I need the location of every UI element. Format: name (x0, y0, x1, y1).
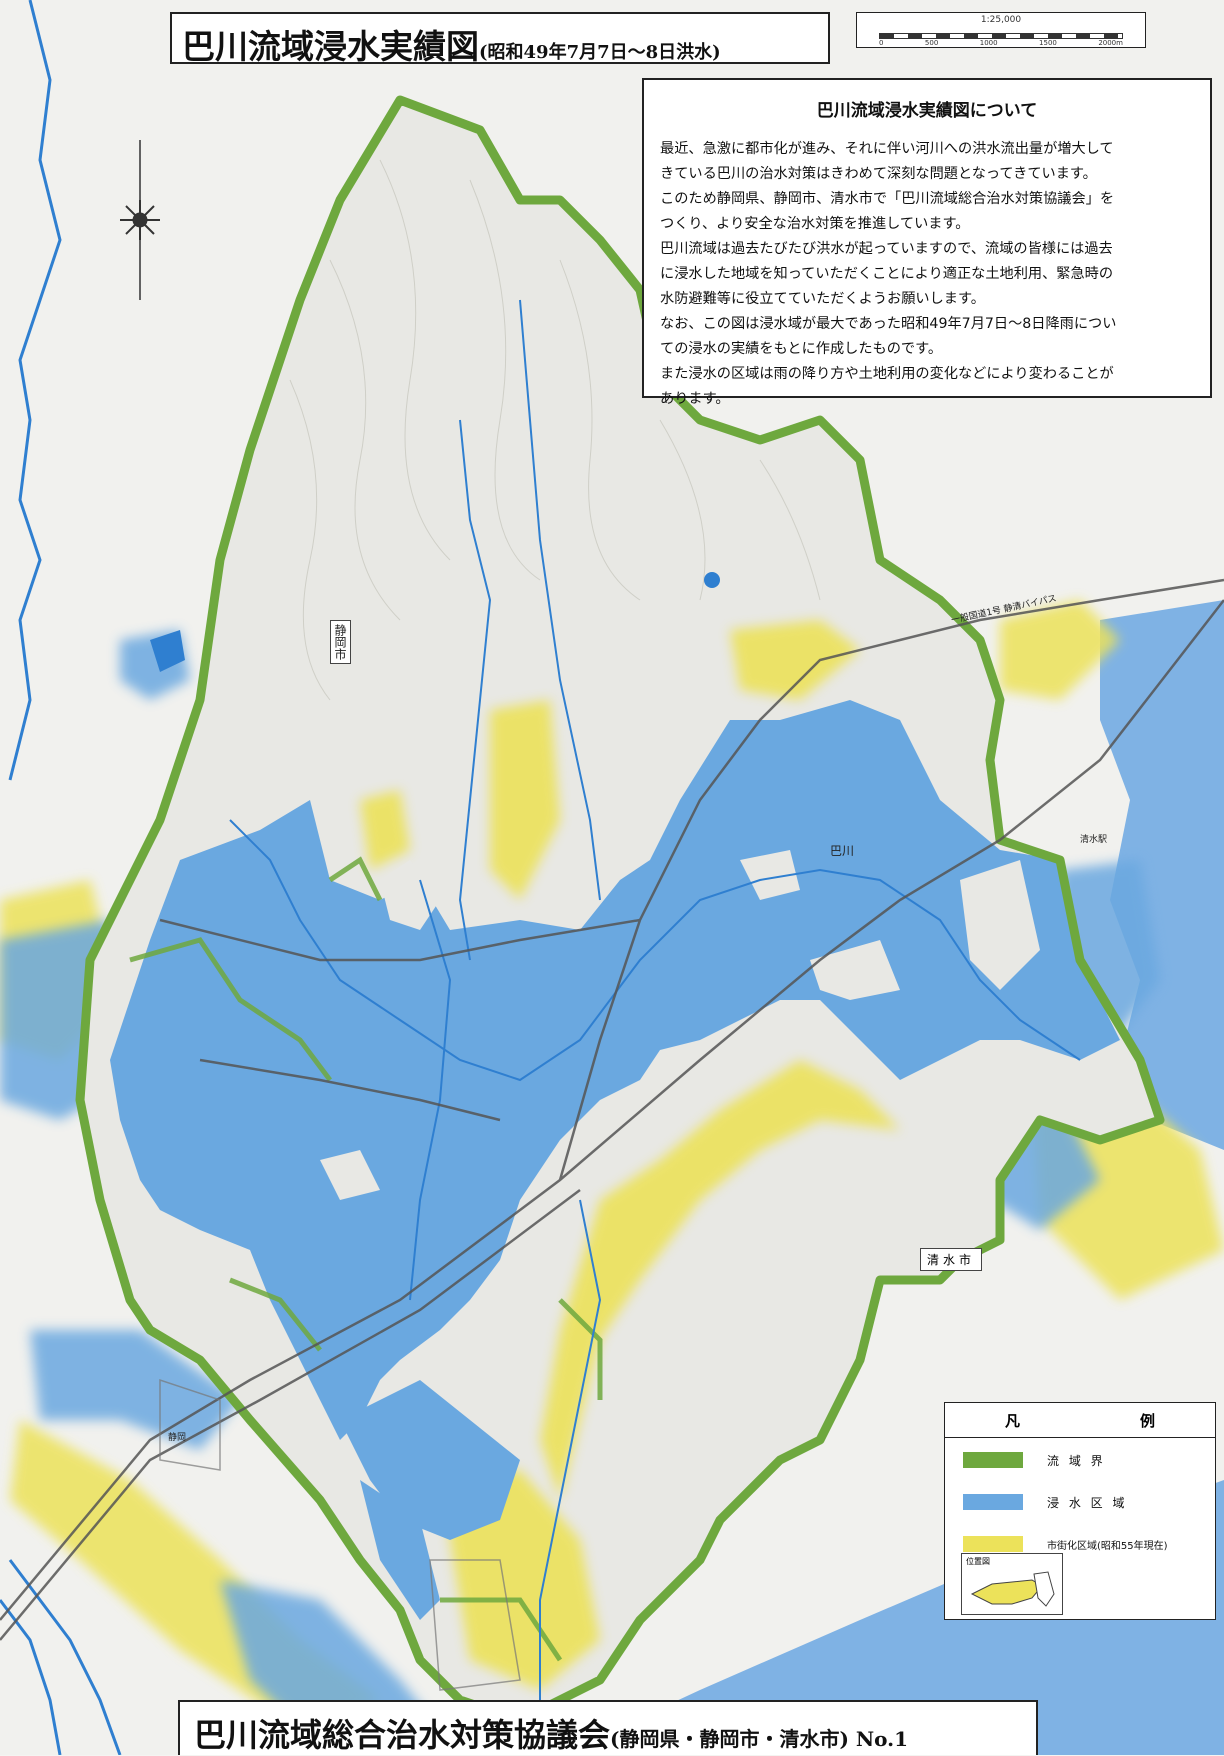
label-shizuoka-station: 静岡 (168, 1433, 187, 1443)
legend-swatch (963, 1452, 1023, 1468)
basin-boundary (75, 95, 1165, 1725)
info-line: に浸水した地域を知っていただくことにより適正な土地利用、緊急時の (660, 266, 1114, 282)
legend-label: 市街化区域(昭和55年現在) (1047, 1540, 1168, 1552)
info-line: また浸水の区域は雨の降り方や土地利用の変化などにより変わることが (660, 366, 1114, 382)
label-shimizu-city: 清水市 (920, 1248, 983, 1271)
north-arrow (120, 140, 160, 300)
scale-bar-box: 1:25,000 0 500 1000 1500 2000m (856, 12, 1146, 48)
info-line: 水防避難等に役立てていただくようお願いします。 (660, 291, 985, 307)
scale-bar (879, 33, 1123, 39)
footer-sub: (静岡県・静岡市・清水市) No.1 (610, 1727, 909, 1751)
scale-tick: 0 (879, 39, 884, 47)
scale-tick: 1500 (1039, 39, 1057, 47)
legend-swatch (963, 1494, 1023, 1510)
info-line: 最近、急激に都市化が進み、それに伴い河川への洪水流出量が増大して (660, 141, 1114, 157)
title-main: 巴川流域浸水実績図 (182, 27, 479, 66)
legend-item-flood: 浸 水 区 域 (945, 1481, 1215, 1523)
legend-item-urban: 市街化区域(昭和55年現在) (945, 1523, 1215, 1565)
legend-head-left: 凡 (1004, 1411, 1020, 1430)
info-line: きている巴川の治水対策はきわめて深刻な問題となってきています。 (660, 166, 1097, 182)
inset-label: 位置図 (966, 1557, 990, 1566)
info-line: 巴川流域は過去たびたび洪水が起っていますので、流域の皆様には過去 (660, 241, 1113, 257)
label-shimizu-station: 清水駅 (1080, 835, 1108, 845)
scale-tick: 1000 (979, 39, 998, 47)
legend: 凡 例 流 域 界 浸 水 区 域 市街化区域(昭和55年現在) 位置図 (944, 1402, 1216, 1620)
location-inset-map: 位置図 (961, 1553, 1063, 1615)
info-line: このため静岡県、静岡市、清水市で「巴川流域総合治水対策協議会」を (660, 191, 1115, 207)
footer-main: 巴川流域総合治水対策協議会 (194, 1716, 611, 1754)
scale-tick: 500 (924, 39, 939, 47)
label-shizuoka-city: 静岡市 (330, 620, 351, 664)
scale-label: 1:25,000 (980, 15, 1022, 25)
flood-area-main (110, 700, 1120, 1440)
railway-line (0, 599, 1224, 1621)
info-heading: 巴川流域浸水実績図について (816, 101, 1038, 121)
info-panel: 巴川流域浸水実績図について 最近、急激に都市化が進み、それに伴い河川への洪水流出… (642, 78, 1212, 407)
info-line: つくり、より安全な治水対策を推進しています。 (660, 216, 970, 232)
inset-shape (970, 1571, 1055, 1607)
legend-label: 流 域 界 (1047, 1453, 1106, 1468)
scale-ticks: 0 500 1000 1500 2000m (879, 39, 1123, 47)
footer-title: 巴川流域総合治水対策協議会 (静岡県・静岡市・清水市) No.1 (178, 1700, 1038, 1755)
legend-label: 浸 水 区 域 (1047, 1495, 1128, 1510)
legend-swatch (963, 1536, 1023, 1552)
title-sub: (昭和49年7月7日〜8日洪水) (479, 42, 721, 63)
info-line: なお、この図は浸水域が最大であった昭和49年7月7日〜8日降雨につい (660, 316, 1117, 332)
legend-header: 凡 例 (945, 1403, 1215, 1438)
scale-tick: 2000m (1098, 39, 1123, 47)
legend-item-boundary: 流 域 界 (945, 1439, 1215, 1481)
legend-head-right: 例 (1139, 1411, 1155, 1430)
label-tomoe-river: 巴川 (830, 844, 855, 858)
info-line: ての浸水の実績をもとに作成したものです。 (660, 341, 943, 357)
info-line: あります。 (660, 391, 730, 407)
map-title: 巴川流域浸水実績図 (昭和49年7月7日〜8日洪水) (170, 12, 830, 66)
